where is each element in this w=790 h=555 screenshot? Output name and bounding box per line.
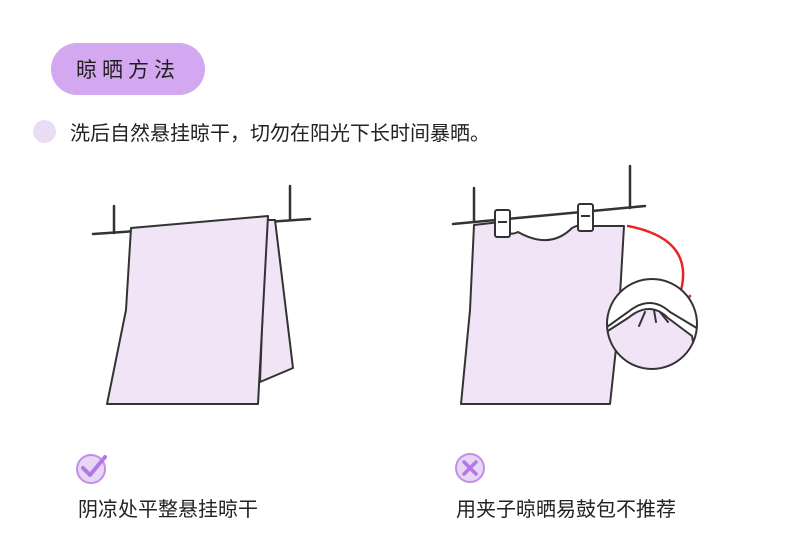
section-title: 晾晒方法 (76, 58, 180, 82)
right-rail (451, 164, 647, 226)
cross-icon (455, 453, 485, 483)
section-title-badge: 晾晒方法 (51, 43, 205, 95)
bad-method-caption: 用夹子晾晒易鼓包不推荐 (456, 497, 676, 521)
bullet-dot-icon (33, 120, 56, 143)
check-icon (76, 454, 107, 484)
hanging-towel (106, 215, 294, 405)
tip-text: 洗后自然悬挂晾干，切勿在阳光下长时间暴晒。 (70, 121, 490, 145)
clothes-peg-left (494, 209, 511, 238)
bulge-zoom-circle (606, 278, 698, 370)
clothes-peg-right (577, 203, 594, 232)
good-method-caption: 阴凉处平整悬挂晾干 (78, 497, 258, 521)
clipped-towel (460, 221, 625, 405)
